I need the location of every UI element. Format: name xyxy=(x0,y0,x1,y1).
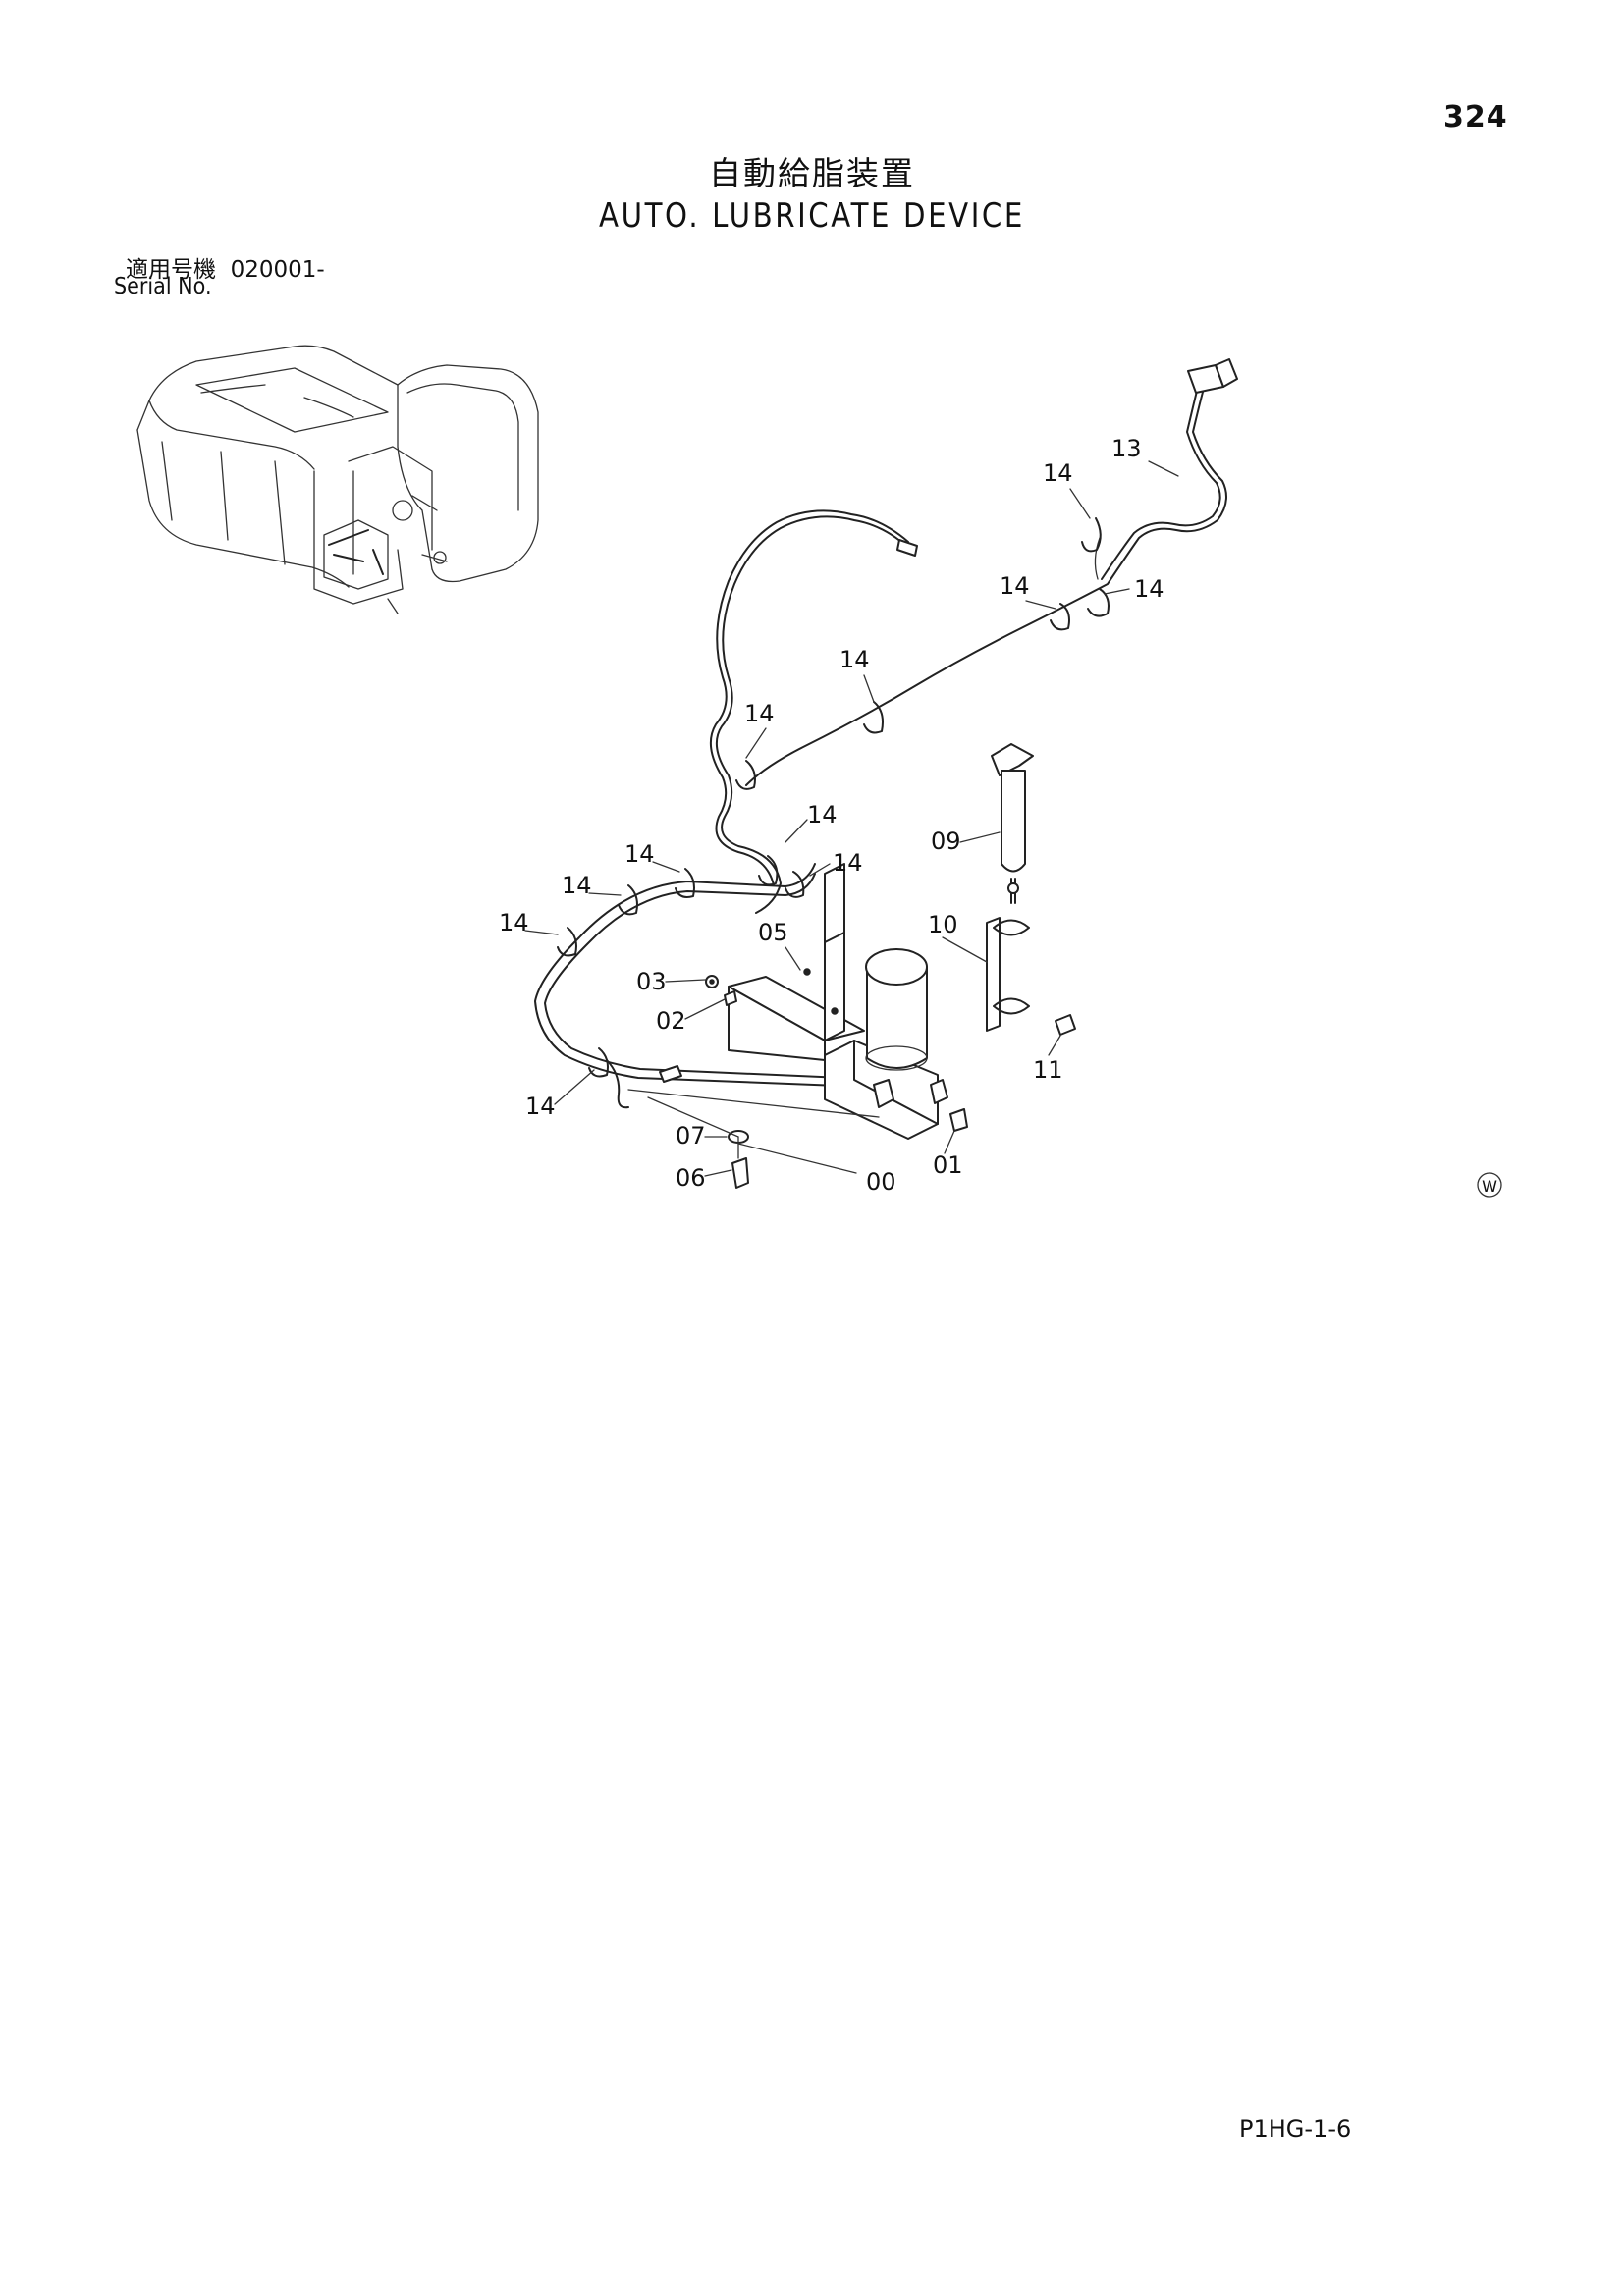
callout-02: 02 xyxy=(656,1007,686,1035)
callout-09: 09 xyxy=(931,828,961,855)
lower-hose-run xyxy=(534,863,890,1109)
serial-label-japanese: 適用号機 xyxy=(126,257,216,283)
callout-00: 00 xyxy=(866,1168,896,1196)
callout-14: 14 xyxy=(499,909,529,936)
callout-13: 13 xyxy=(1111,435,1142,462)
electrical-harness xyxy=(745,358,1238,786)
callout-14: 14 xyxy=(839,646,870,673)
page-title-japanese: 自動給脂装置 xyxy=(709,154,915,192)
callout-06: 06 xyxy=(676,1164,706,1192)
grease-gun-09 xyxy=(991,743,1034,904)
connection-lines xyxy=(627,1089,880,1174)
grease-gun-holder-10 xyxy=(942,917,1030,1032)
callout-14: 14 xyxy=(744,700,775,727)
callout-07: 07 xyxy=(676,1122,706,1149)
callout-05: 05 xyxy=(758,919,788,946)
callout-labels: 13 14 14 14 14 14 14 14 14 14 14 14 09 0… xyxy=(499,435,1179,1196)
serial-value: 020001- xyxy=(230,257,325,283)
machine-overview-illustration xyxy=(136,345,539,614)
fasteners xyxy=(705,975,1076,1189)
callout-14: 14 xyxy=(525,1093,556,1120)
callout-14: 14 xyxy=(1043,459,1073,487)
circled-w-symbol: W xyxy=(1477,1172,1502,1198)
serial-label-english: Serial No. xyxy=(114,274,212,299)
serial-number-block: 適用号機 020001- xyxy=(126,250,325,284)
parts-diagram: 13 14 14 14 14 14 14 14 14 14 14 14 09 0… xyxy=(136,345,1502,1198)
callout-01: 01 xyxy=(933,1151,963,1179)
callout-11: 11 xyxy=(1033,1056,1063,1084)
callout-14: 14 xyxy=(807,801,838,828)
callout-03: 03 xyxy=(636,968,667,995)
callout-14: 14 xyxy=(624,840,655,868)
callout-14: 14 xyxy=(562,872,592,899)
pump-unit-00 xyxy=(824,948,948,1140)
page-number: 324 xyxy=(1443,100,1508,134)
footer-code: P1HG-1-6 xyxy=(1239,2115,1352,2143)
grease-supply-hose xyxy=(709,509,918,914)
symbol-letter: W xyxy=(1482,1177,1497,1196)
callout-14: 14 xyxy=(1000,572,1030,600)
hose-clamps xyxy=(557,517,1110,1078)
callout-14: 14 xyxy=(833,849,863,877)
callout-14: 14 xyxy=(1134,575,1164,603)
callout-10: 10 xyxy=(928,911,958,938)
page-title-english: AUTO. LUBRICATE DEVICE xyxy=(599,196,1025,236)
